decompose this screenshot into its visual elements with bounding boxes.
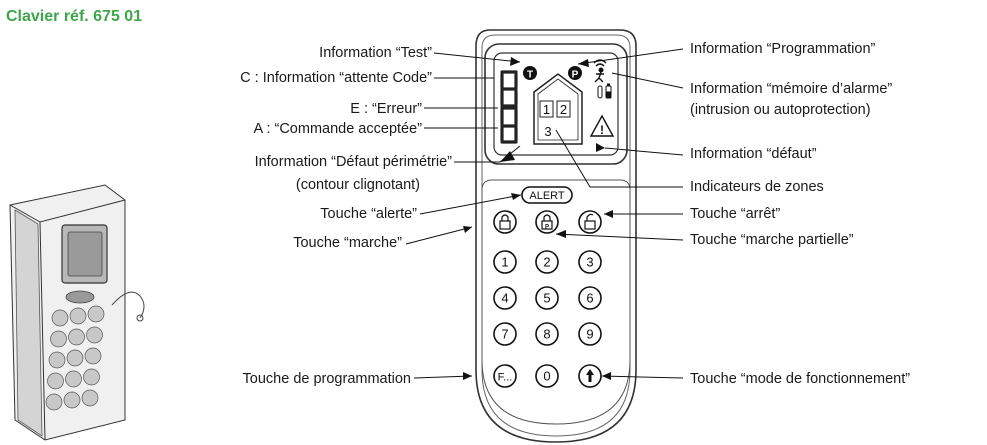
key-label: 2 [543, 255, 550, 270]
key-label: 7 [501, 327, 508, 342]
seven-segment-digit-top [500, 70, 518, 108]
device-key [86, 326, 103, 344]
device-key [66, 349, 84, 367]
key-label: 0 [543, 369, 550, 384]
test-indicator-letter: T [527, 70, 533, 81]
key-9[interactable]: 9 [578, 322, 602, 346]
device-key [65, 370, 82, 388]
keypad-body-inner [481, 34, 631, 437]
label-touche-programmation: Touche de programmation [242, 371, 411, 387]
label-touche-marche-partielle: Touche “marche partielle” [690, 232, 854, 248]
key-3[interactable]: 3 [578, 250, 602, 274]
seven-segment-digit-bottom [500, 106, 518, 144]
key-0[interactable]: 0 [535, 364, 559, 388]
key-2[interactable]: 2 [535, 250, 559, 274]
device-key [68, 328, 85, 346]
label-information-defaut: Information “défaut” [690, 146, 817, 162]
zone-1-label: 1 [543, 102, 550, 117]
device-key [51, 309, 69, 327]
label-memoire-alarme: Information “mémoire d’alarme” [690, 81, 893, 97]
svg-text:P: P [545, 225, 549, 231]
device-key [50, 330, 67, 348]
label-touche-mode: Touche “mode de fonctionnement” [690, 371, 911, 387]
touche-marche-partielle[interactable]: P [535, 210, 559, 234]
zone-2-box [556, 100, 571, 118]
touche-arret[interactable] [578, 210, 602, 234]
key-label: 6 [586, 291, 593, 306]
key-label: 3 [586, 255, 593, 270]
display-screen [493, 52, 619, 156]
device-key [45, 393, 63, 411]
label-intrusion-autoprotection: (intrusion ou autoprotection) [690, 102, 871, 118]
zone-house-outline [533, 73, 583, 145]
key-5[interactable]: 5 [535, 286, 559, 310]
programmation-indicator-icon [568, 66, 582, 80]
programmation-indicator-letter: P [572, 70, 579, 81]
label-touche-alerte: Touche “alerte” [320, 206, 417, 222]
touche-marche[interactable] [493, 210, 517, 234]
label-commande-acceptee: A : “Commande acceptée” [253, 121, 422, 137]
label-information-programmation: Information “Programmation” [690, 41, 876, 57]
device-key [47, 372, 64, 390]
defaut-warning-icon [589, 114, 615, 137]
zone-1-box [539, 100, 554, 118]
device-key [83, 368, 100, 386]
numeric-keys: 1 2 3 4 5 6 7 8 9F... 0 [493, 250, 602, 388]
device-key [63, 391, 81, 409]
key-label: F... [498, 372, 513, 384]
zone-2-label: 2 [560, 102, 567, 117]
label-indicateurs-zones: Indicateurs de zones [690, 179, 824, 195]
key-1[interactable]: 1 [493, 250, 517, 274]
device-key [81, 389, 99, 407]
callout-lines [405, 48, 684, 379]
page-title: Clavier réf. 675 01 [6, 8, 143, 25]
keypad-device-illustration [9, 184, 145, 441]
callout-arrowheads [463, 57, 613, 380]
key-label: 1 [501, 255, 508, 270]
alert-key-label: ALERT [529, 190, 565, 202]
label-touche-arret: Touche “arrêt” [690, 206, 781, 222]
label-defaut-perimetrie: Information “Défaut périmétrie” [254, 154, 452, 170]
key-label: 9 [586, 327, 593, 342]
zone-house-inner [537, 78, 579, 141]
label-erreur: E : “Erreur” [350, 101, 422, 117]
device-key [84, 347, 102, 365]
memoire-alarme-icon [593, 59, 607, 83]
key-label: 5 [543, 291, 550, 306]
key-4[interactable]: 4 [493, 286, 517, 310]
alert-key[interactable] [521, 186, 573, 204]
label-attente-code: C : Information “attente Code” [240, 70, 432, 86]
defaut-warning-mark: ! [600, 123, 604, 137]
key-6[interactable]: 6 [578, 286, 602, 310]
key-label: 4 [501, 291, 508, 306]
battery-icons [597, 83, 612, 99]
label-touche-marche: Touche “marche” [293, 235, 402, 251]
zone-3-label: 3 [544, 124, 551, 139]
device-key [48, 351, 66, 369]
key-8[interactable]: 8 [535, 322, 559, 346]
device-key [69, 307, 87, 325]
label-contour-clignotant: (contour clignotant) [295, 177, 420, 193]
label-information-test: Information “Test” [319, 45, 432, 61]
test-indicator-icon [523, 66, 537, 80]
mode-arrow-icon [586, 369, 594, 382]
key-F[interactable]: F... [493, 364, 517, 388]
key-mode[interactable] [578, 364, 602, 388]
key-7[interactable]: 7 [493, 322, 517, 346]
key-label: 8 [543, 327, 550, 342]
device-key [87, 305, 105, 323]
